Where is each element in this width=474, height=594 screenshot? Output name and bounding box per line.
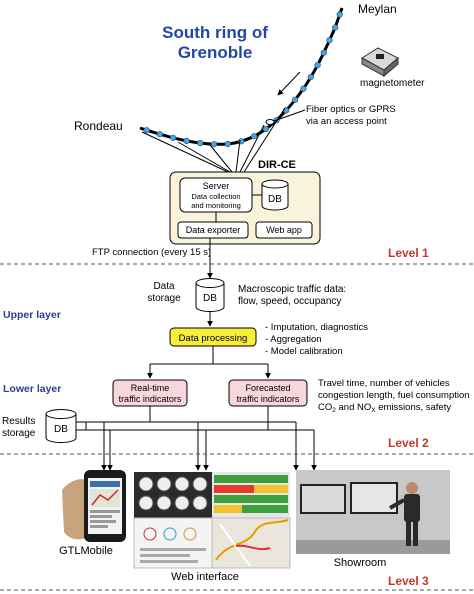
sensor-dot: [326, 37, 333, 44]
sensor-dot: [307, 73, 314, 81]
travel-line1: Travel time, number of vehicles: [318, 378, 450, 389]
place-meylan: Meylan: [358, 2, 397, 16]
sensor-dot: [262, 125, 270, 133]
data-storage-line2: storage: [147, 293, 181, 304]
storage-db-icon: [195, 278, 225, 312]
lower-layer-label: Lower layer: [3, 383, 61, 395]
gtlmobile-phone-image: [62, 470, 126, 542]
forecast-line2: traffic indicators: [237, 394, 300, 404]
travel-line3: CO2 and NOX emissions, safety: [318, 402, 451, 414]
data-exporter-label: Data exporter: [186, 225, 241, 235]
showroom-image: [296, 470, 450, 554]
realtime-line2: traffic indicators: [119, 394, 182, 404]
macro-line1: Macroscopic traffic data:: [238, 284, 346, 295]
proc-item2: - Aggregation: [265, 334, 322, 345]
sensor-dot: [336, 11, 343, 18]
sensor-dot: [183, 137, 190, 144]
web-interface-image: [133, 472, 291, 569]
sensor-dot: [170, 134, 177, 141]
data-exporter-box: [177, 221, 249, 239]
dirce-db-label: DB: [268, 194, 282, 205]
place-rondeau: Rondeau: [74, 119, 123, 133]
sensor-dot: [300, 85, 307, 92]
magnetometer-icon: [361, 47, 399, 78]
sensor-dot: [143, 127, 150, 134]
showroom-label: Showroom: [334, 557, 387, 569]
travel-line2: congestion length, fuel consumption: [318, 390, 470, 401]
proc-item3: - Model calibration: [265, 346, 343, 357]
sensor-dot: [332, 24, 339, 31]
forecast-line1: Forecasted: [245, 383, 290, 393]
title-line1: South ring of: [162, 23, 268, 42]
web-interface-label: Web interface: [171, 571, 239, 583]
sensor-dot: [156, 131, 163, 138]
title-line2: Grenoble: [178, 43, 253, 62]
sensor-dot: [320, 49, 327, 56]
storage-db-label: DB: [203, 293, 217, 304]
fiber-line1: Fiber optics or GPRS: [306, 104, 396, 115]
level3-label: Level 3: [388, 574, 429, 588]
level2-label: Level 2: [388, 436, 429, 450]
results-db-icon: [45, 409, 77, 443]
server-line1: Server: [203, 181, 230, 191]
level1-label: Level 1: [388, 246, 429, 260]
web-app-box: [255, 221, 313, 239]
results-line1: Results: [2, 416, 35, 427]
fiber-line2: via an access point: [306, 116, 387, 127]
server-line2: Data collection: [191, 192, 240, 201]
realtime-line1: Real-time: [131, 383, 170, 393]
results-line2: storage: [2, 428, 36, 439]
gtlmobile-label: GTLMobile: [59, 545, 113, 557]
macro-line2: flow, speed, occupancy: [238, 296, 341, 307]
sensor-dot: [251, 133, 258, 140]
sensor-dot: [224, 140, 231, 148]
magnetometer-label: magnetometer: [360, 78, 425, 89]
sensor-group: [143, 11, 343, 148]
funnel-lines: [141, 107, 286, 173]
dirce-db-icon: [261, 179, 289, 211]
sensor-dot: [210, 141, 218, 148]
ftp-label: FTP connection (every 15 s): [92, 247, 211, 258]
access-point-icon: [265, 119, 275, 125]
magnetometer-arrow: [277, 71, 301, 96]
upper-layer-label: Upper layer: [3, 309, 61, 321]
sensor-dot: [197, 140, 204, 147]
distribution-lines: [76, 406, 317, 471]
server-line3: and monitoring: [191, 201, 241, 210]
sensor-dot: [314, 61, 321, 69]
dirce-label: DIR-CE: [258, 159, 296, 171]
web-app-label: Web app: [266, 225, 302, 235]
data-storage-line1: Data: [153, 281, 175, 292]
fiber-leader: [273, 109, 306, 122]
results-db-label: DB: [54, 424, 68, 435]
data-processing-label: Data processing: [179, 333, 248, 344]
proc-item1: - Imputation, diagnostics: [265, 322, 368, 333]
sensor-dot: [292, 96, 299, 103]
